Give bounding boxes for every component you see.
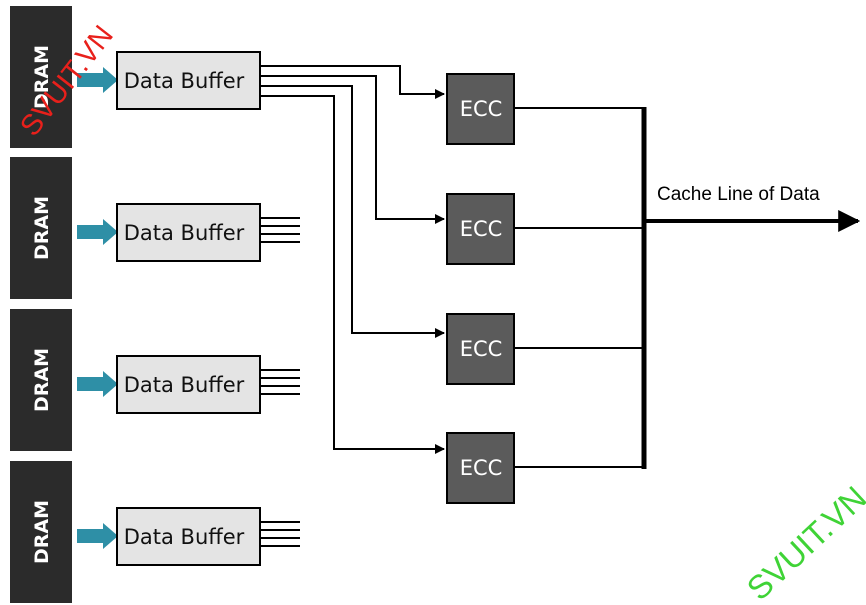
watermark-bottom-right: SVUIT.VN [740, 479, 866, 605]
ecc-output-lines [514, 107, 644, 468]
ecc-label-1: ECC [460, 97, 503, 121]
buffer-3-output-stubs [260, 369, 300, 395]
ecc-label-2: ECC [460, 217, 503, 241]
data-buffer-label-3: Data Buffer [124, 373, 245, 397]
dram-label-2: DRAM [31, 196, 53, 260]
route-buffer1-to-ecc-4 [260, 95, 445, 454]
ecc-unit-2: ECC [446, 193, 515, 265]
ecc-label-4: ECC [460, 456, 503, 480]
data-buffer-1: Data Buffer [116, 51, 261, 110]
data-buffer-4: Data Buffer [116, 507, 261, 566]
dram-label-4: DRAM [31, 500, 53, 564]
dram-module-2: DRAM [10, 157, 72, 299]
dram-module-1: DRAM [10, 6, 72, 148]
buffer-2-output-stubs [260, 217, 300, 243]
dram-to-buffer-arrow-2 [77, 219, 118, 245]
data-buffer-2: Data Buffer [116, 203, 261, 262]
dram-to-buffer-arrow-4 [77, 523, 118, 549]
ecc-label-3: ECC [460, 337, 503, 361]
dram-label-1: DRAM [31, 45, 53, 109]
dram-module-3: DRAM [10, 309, 72, 451]
ecc-unit-1: ECC [446, 73, 515, 145]
data-buffer-3: Data Buffer [116, 355, 261, 414]
ecc-unit-3: ECC [446, 313, 515, 385]
dram-label-3: DRAM [31, 348, 53, 412]
dram-to-buffer-arrow-1 [77, 67, 118, 93]
data-buffer-label-4: Data Buffer [124, 525, 245, 549]
route-buffer1-to-ecc-1 [260, 65, 445, 99]
route-buffer1-to-ecc-3 [260, 85, 445, 338]
data-buffer-label-1: Data Buffer [124, 69, 245, 93]
dram-to-buffer-arrow-3 [77, 371, 118, 397]
data-buffer-label-2: Data Buffer [124, 221, 245, 245]
cache-line-label: Cache Line of Data [657, 184, 820, 205]
route-buffer1-to-ecc-2 [260, 75, 445, 224]
dram-module-4: DRAM [10, 461, 72, 603]
ecc-unit-4: ECC [446, 432, 515, 504]
buffer-4-output-stubs [260, 521, 300, 547]
